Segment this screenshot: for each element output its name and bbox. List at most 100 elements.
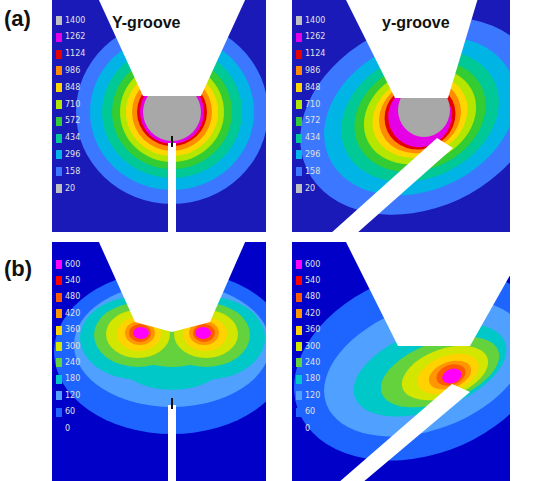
colorbar-value: 420 [65, 310, 80, 318]
colorbar-swatch [56, 150, 62, 159]
colorbar-swatch [56, 375, 62, 384]
colorbar-swatch [56, 260, 62, 269]
colorbar-value: 434 [65, 134, 80, 142]
groove-cutout [330, 138, 453, 232]
colorbar-swatch [296, 342, 302, 351]
colorbar-swatch [296, 375, 302, 384]
colorbar-swatch [296, 117, 302, 126]
colorbar-value: 1124 [305, 50, 325, 58]
groove-cutout [168, 405, 176, 481]
colorbar-value: 848 [305, 84, 320, 92]
groove-cutout [168, 143, 176, 232]
colorbar-value: 300 [305, 343, 320, 351]
colorbar-swatch [56, 293, 62, 302]
colorbar-value: 986 [305, 67, 320, 75]
colorbar-swatch [296, 167, 302, 176]
colorbar-value: 848 [65, 84, 80, 92]
colorbar-swatch [56, 117, 62, 126]
colorbar-swatch [296, 184, 302, 193]
colorbar-swatch [296, 66, 302, 75]
colorbar-value: 710 [65, 101, 80, 109]
colorbar-swatch [56, 50, 62, 59]
groove-cutout [98, 0, 246, 96]
colorbar-swatch [296, 134, 302, 143]
colorbar-value: 180 [305, 375, 320, 383]
colorbar-value: 1124 [65, 50, 85, 58]
groove-cutout [345, 0, 478, 98]
colorbar-value: 540 [65, 277, 80, 285]
root-marker [171, 398, 173, 409]
colorbar-value: 60 [65, 408, 75, 416]
stress-contour [440, 366, 464, 386]
groove-cutout [98, 242, 246, 332]
colorbar-value: 480 [65, 293, 80, 301]
colorbar-swatch [296, 408, 302, 417]
colorbar-value: 540 [305, 277, 320, 285]
colorbar-value: 1262 [65, 33, 85, 41]
colorbar-value: 240 [305, 359, 320, 367]
colorbar-value: 360 [65, 326, 80, 334]
colorbar-value: 120 [305, 392, 320, 400]
colorbar-swatch [296, 150, 302, 159]
colorbar-swatch [56, 184, 62, 193]
root-marker [171, 136, 173, 147]
colorbar-value: 572 [65, 117, 80, 125]
colorbar-swatch [56, 134, 62, 143]
colorbar-value: 0 [305, 425, 310, 433]
colorbar-value: 20 [305, 185, 315, 193]
colorbar-value: 296 [65, 151, 80, 159]
colorbar-swatch [296, 358, 302, 367]
colorbar-swatch [296, 276, 302, 285]
stress-contour [133, 327, 149, 339]
fem-panel [52, 242, 266, 481]
colorbar-value: 572 [305, 117, 320, 125]
colorbar-swatch [296, 100, 302, 109]
colorbar-swatch [296, 309, 302, 318]
colorbar-swatch [56, 16, 62, 25]
colorbar-value: 986 [65, 67, 80, 75]
colorbar-value: 158 [305, 168, 320, 176]
colorbar-value: 600 [305, 261, 320, 269]
temperature-contour [292, 0, 510, 232]
fem-panel [292, 0, 510, 232]
colorbar-swatch [56, 424, 62, 433]
colorbar-value: 60 [305, 408, 315, 416]
colorbar-swatch [296, 293, 302, 302]
fem-panel [52, 0, 266, 232]
colorbar-swatch [56, 408, 62, 417]
stress-contour [193, 324, 215, 342]
colorbar-value: 434 [305, 134, 320, 142]
colorbar-swatch [296, 391, 302, 400]
groove-title: Y-groove [112, 14, 180, 32]
colorbar-value: 20 [65, 185, 75, 193]
colorbar-value: 480 [305, 293, 320, 301]
colorbar-value: 0 [65, 425, 70, 433]
colorbar-value: 710 [305, 101, 320, 109]
colorbar-swatch [296, 83, 302, 92]
colorbar-value: 296 [305, 151, 320, 159]
colorbar-value: 1400 [65, 17, 85, 25]
colorbar-value: 180 [65, 375, 80, 383]
colorbar-swatch [296, 424, 302, 433]
colorbar-swatch [56, 100, 62, 109]
colorbar-swatch [56, 309, 62, 318]
colorbar-swatch [56, 33, 62, 42]
colorbar-swatch [56, 167, 62, 176]
colorbar-swatch [56, 358, 62, 367]
groove-cutout [338, 384, 470, 481]
panel-label: (a) [4, 6, 31, 32]
colorbar-swatch [56, 66, 62, 75]
groove-title: y-groove [382, 14, 450, 32]
colorbar-swatch [296, 33, 302, 42]
groove-cutout [345, 242, 510, 346]
fem-panel [292, 242, 510, 481]
colorbar-swatch [56, 391, 62, 400]
stress-contour [292, 242, 510, 481]
colorbar-swatch [56, 326, 62, 335]
stress-contour [129, 324, 151, 342]
colorbar-value: 158 [65, 168, 80, 176]
colorbar-value: 360 [305, 326, 320, 334]
colorbar-swatch [56, 276, 62, 285]
colorbar-value: 1400 [305, 17, 325, 25]
